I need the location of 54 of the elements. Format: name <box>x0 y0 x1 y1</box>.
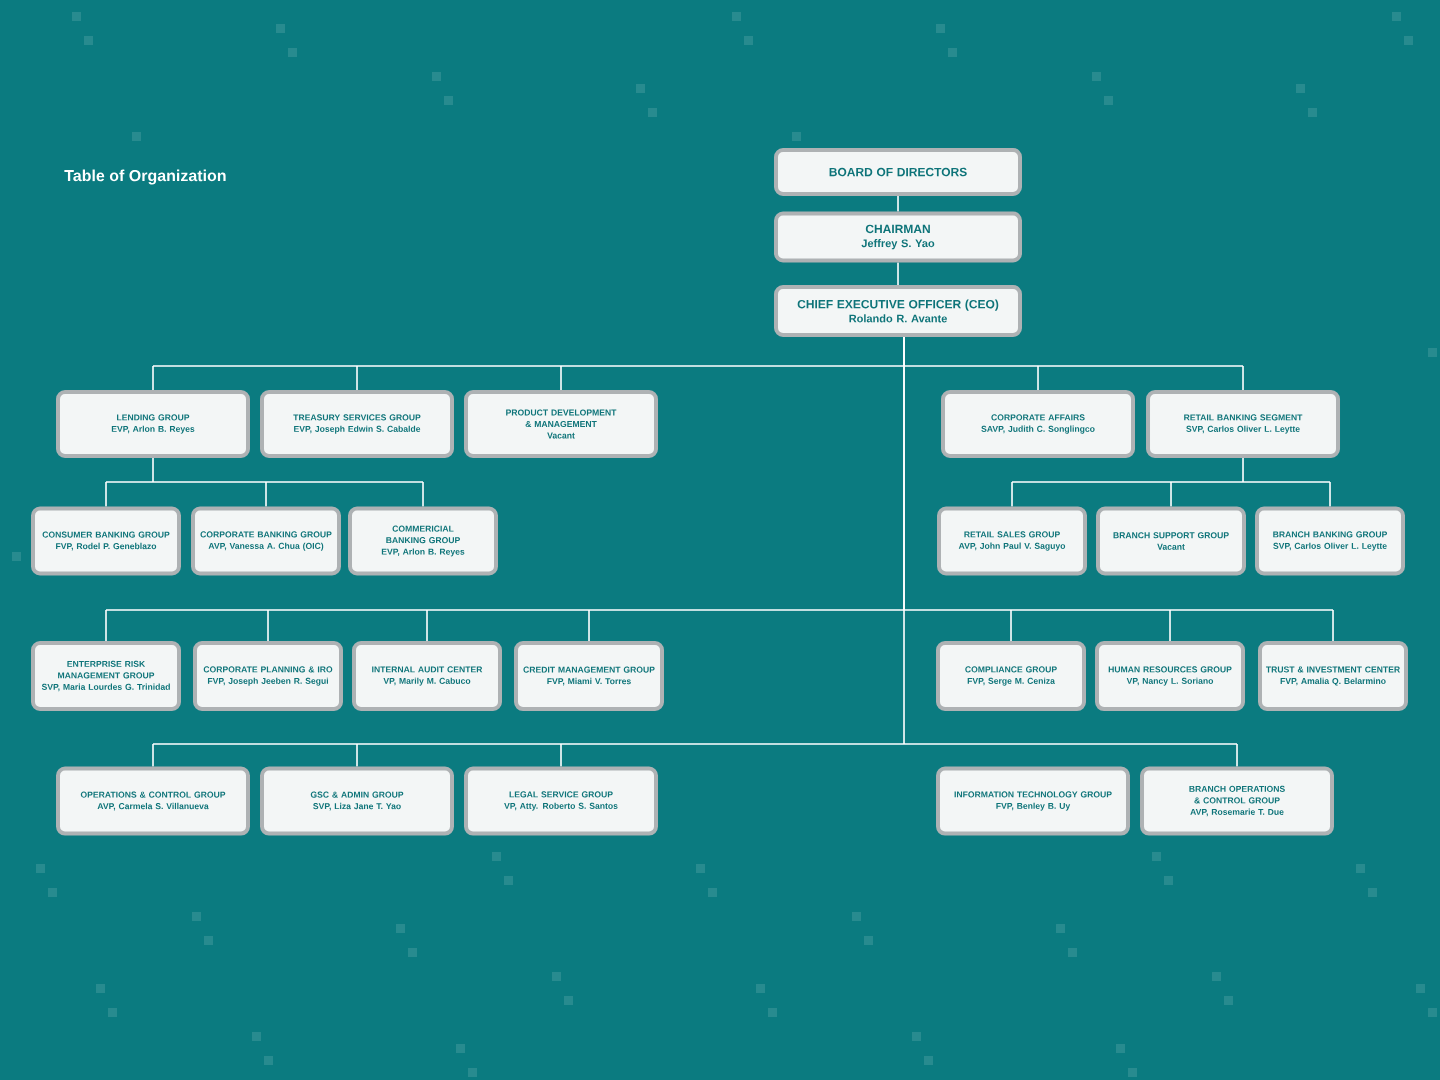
org-box: CORPORATE AFFAIRS SAVP, Judith C. Songlingco <box>941 390 1135 458</box>
org-box: BOARD OF DIRECTORS <box>774 148 1022 196</box>
connector-line <box>426 609 428 642</box>
org-box: LEGAL SERVICE GROUP VP, Atty. Roberto S. Santos <box>464 766 658 836</box>
org-box: PRODUCT DEVELOPMENT & MANAGEMENT Vacant <box>464 390 658 458</box>
org-box: CHAIRMAN Jeffrey S. Yao <box>774 211 1022 263</box>
org-box: CHIEF EXECUTIVE OFFICER (CEO) Rolando R. Avante <box>774 285 1022 337</box>
connector-line <box>560 365 562 391</box>
org-box: INFORMATION TECHNOLOGY GROUP FVP, Benley B. Uy <box>936 766 1130 836</box>
org-box: CREDIT MANAGEMENT GROUP FVP, Miami V. Torres <box>514 641 664 711</box>
org-box: RETAIL SALES GROUP AVP, John Paul V. Saguyo <box>937 506 1087 576</box>
connector-line <box>1037 365 1039 391</box>
connector-line <box>152 743 154 768</box>
connector-line <box>1329 481 1331 508</box>
org-box: CORPORATE BANKING GROUP AVP, Vanessa A. Chua (OIC) <box>191 506 341 576</box>
org-box: ENTERPRISE RISK MANAGEMENT GROUP SVP, Maria Lourdes G. Trinidad <box>31 641 181 711</box>
connector-line <box>356 743 358 768</box>
connector-line <box>152 365 154 391</box>
connector-trunk <box>105 457 424 483</box>
connector-line <box>1242 365 1244 391</box>
connector-line <box>1236 743 1238 768</box>
org-box: BRANCH BANKING GROUP SVP, Carlos Oliver L. Leytte <box>1255 506 1405 576</box>
connector-line <box>1011 481 1013 508</box>
org-box: OPERATIONS & CONTROL GROUP AVP, Carmela S. Villanueva <box>56 766 250 836</box>
org-box: GSC & ADMIN GROUP SVP, Liza Jane T. Yao <box>260 766 454 836</box>
org-box: INTERNAL AUDIT CENTER VP, Marily M. Cabuco <box>352 641 502 711</box>
org-box: CONSUMER BANKING GROUP FVP, Rodel P. Geneblazo <box>31 506 181 576</box>
connector-trunk <box>152 336 1238 745</box>
connector-trunk <box>1011 457 1331 483</box>
org-box: BRANCH SUPPORT GROUP Vacant <box>1096 506 1246 576</box>
connector-line <box>105 609 107 642</box>
connector-line <box>356 365 358 391</box>
org-box: LENDING GROUP EVP, Arlon B. Reyes <box>56 390 250 458</box>
connector-line <box>265 481 267 508</box>
org-box: TREASURY SERVICES GROUP EVP, Joseph Edwin S. Cabalde <box>260 390 454 458</box>
connector-line <box>422 481 424 508</box>
org-box: CORPORATE PLANNING & IRO FVP, Joseph Jeeben R. Segui <box>193 641 343 711</box>
connector-line <box>897 261 899 286</box>
org-box: TRUST & INVESTMENT CENTER FVP, Amalia Q. Belarmino <box>1258 641 1408 711</box>
connector-line <box>267 609 269 642</box>
connector-line <box>105 481 107 508</box>
connector-line <box>1169 609 1171 642</box>
org-box: HUMAN RESOURCES GROUP VP, Nancy L. Soriano <box>1095 641 1245 711</box>
connector-line <box>1170 481 1172 508</box>
connector-line <box>897 195 899 213</box>
org-box: BRANCH OPERATIONS & CONTROL GROUP AVP, Rosemarie T. Due <box>1140 766 1334 836</box>
connector-line <box>1010 609 1012 642</box>
connector-line <box>588 609 590 642</box>
title: Table of Organization <box>64 169 226 185</box>
connector-line <box>1332 609 1334 642</box>
org-box: COMMERICIAL BANKING GROUP EVP, Arlon B. Reyes <box>348 506 498 576</box>
connector-line <box>560 743 562 768</box>
org-box: COMPLIANCE GROUP FVP, Serge M. Ceniza <box>936 641 1086 711</box>
org-box: RETAIL BANKING SEGMENT SVP, Carlos Oliver L. Leytte <box>1146 390 1340 458</box>
